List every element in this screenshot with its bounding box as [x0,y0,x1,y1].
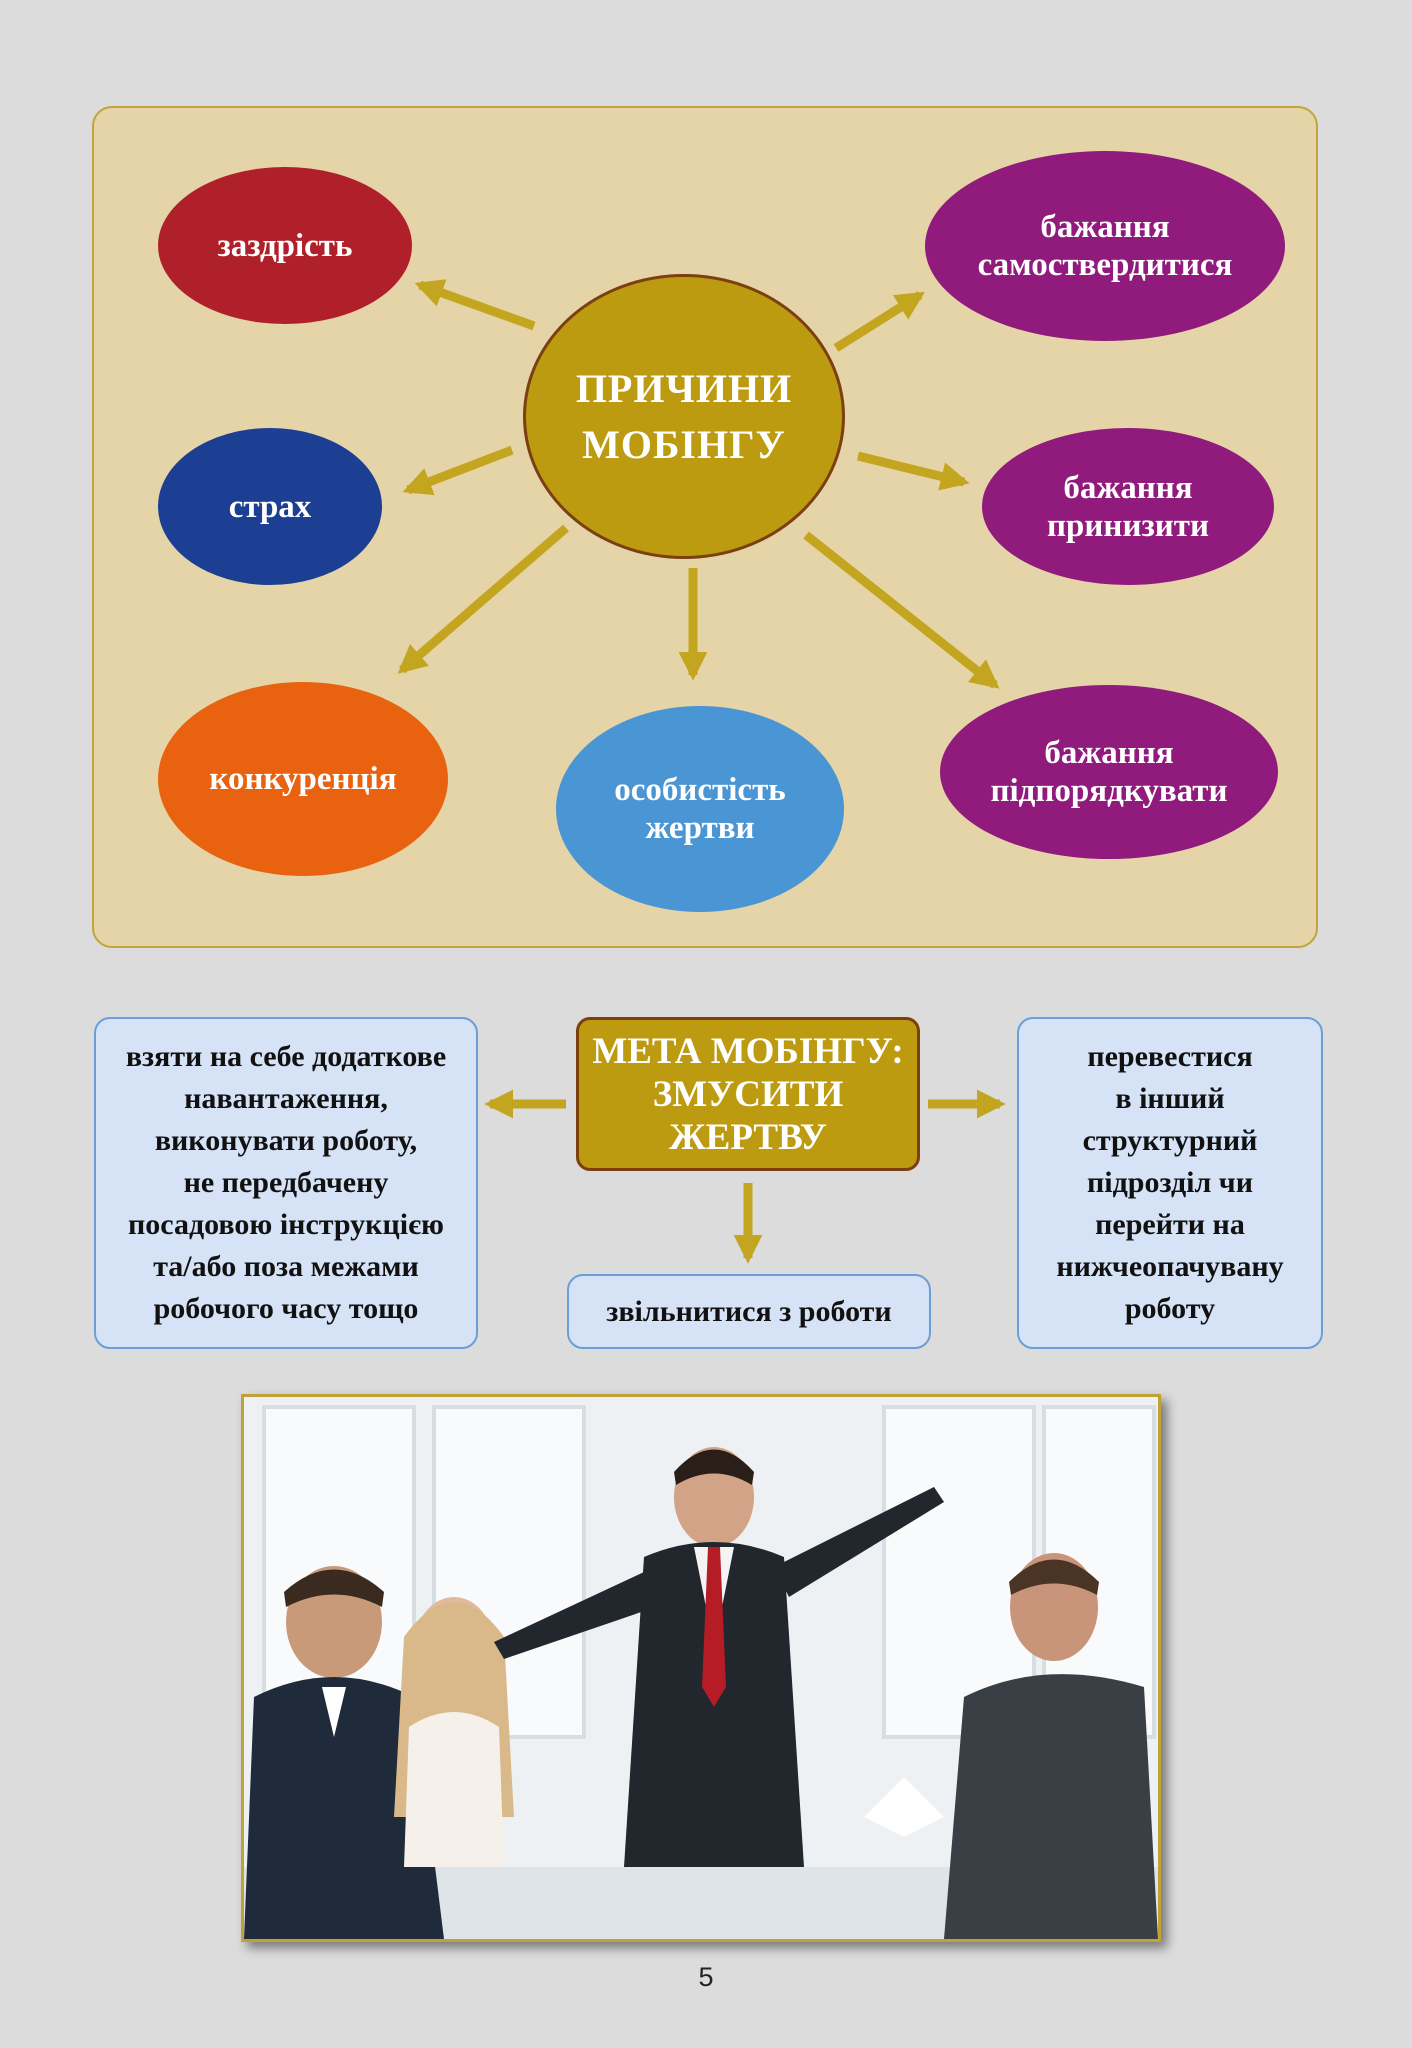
meeting-illustration [244,1397,1158,1939]
mobbing-causes-center: ПРИЧИНИ МОБІНГУ [523,274,845,559]
goal-resign-box: звільнитися з роботи [567,1274,931,1349]
goal-extra-workload-box: взяти на себе додаткове навантаження, ви… [94,1017,478,1349]
mobbing-goal-center: МЕТА МОБІНГУ: ЗМУСИТИ ЖЕРТВУ [576,1017,920,1171]
cause-self-assertion: бажання самоствердитися [925,151,1285,341]
goal-transfer-box: перевестися в інший структурний підрозді… [1017,1017,1323,1349]
cause-humiliation: бажання принизити [982,428,1274,585]
page-number: 5 [698,1962,714,1992]
cause-competition: конкуренція [158,682,448,876]
cause-fear: страх [158,428,382,585]
cause-envy: заздрість [158,167,412,324]
cause-victim-personality: особистість жертви [556,706,844,912]
office-meeting-photo [241,1394,1161,1942]
cause-subordination: бажання підпорядкувати [940,685,1278,859]
